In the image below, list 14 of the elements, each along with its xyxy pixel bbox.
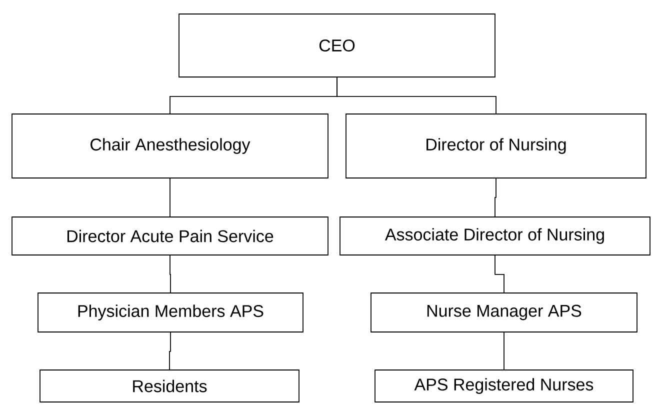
org-box: CEO <box>178 14 496 78</box>
connector-line <box>169 332 171 370</box>
connector-line <box>494 178 496 217</box>
org-box: Nurse Manager APS <box>370 292 638 332</box>
org-box: Physician Members APS <box>38 292 304 332</box>
connector-line <box>494 255 504 293</box>
org-box: Associate Director of Nursing <box>340 216 650 256</box>
org-box: Director Acute Pain Service <box>12 216 328 256</box>
connector-line <box>336 77 496 114</box>
org-box: Director of Nursing <box>346 114 646 178</box>
connector-line <box>170 255 171 293</box>
org-box: Chair Anesthesiology <box>12 114 328 178</box>
org-box: Residents <box>40 370 300 402</box>
org-box: APS Registered Nurses <box>374 370 634 402</box>
